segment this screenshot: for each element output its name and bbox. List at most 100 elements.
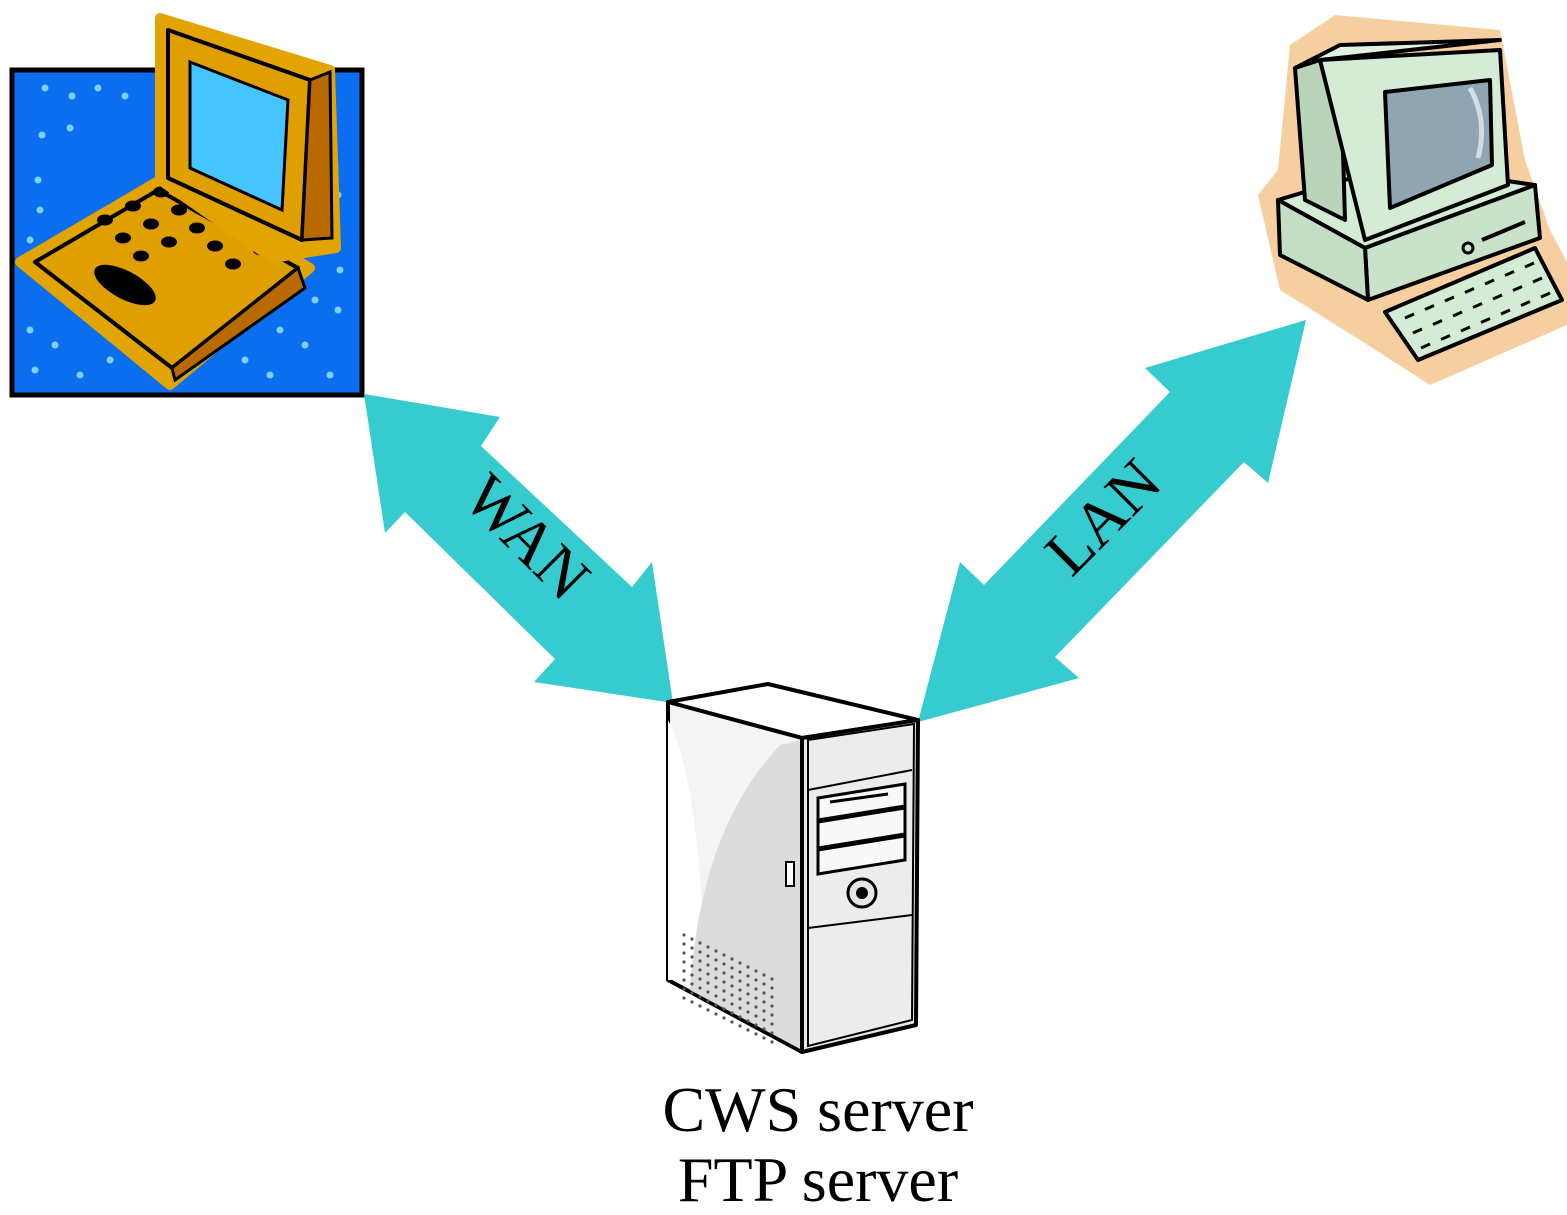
server-vent-hole [762,973,766,977]
server-vent-hole [698,1004,702,1008]
server-vent-hole [730,1020,734,1024]
server-vent-hole [770,1013,774,1017]
server-vent-hole [698,977,702,981]
server-vent-hole [722,989,726,993]
server-vent-hole [722,962,726,966]
lan-arrow: LAN [918,320,1306,722]
laptop-trackpad [94,264,156,306]
server-vent-hole [762,991,766,995]
server-vent-hole [770,1031,774,1035]
server-vent-hole [682,951,686,955]
laptop-background-dot [311,296,319,304]
server-vent-hole [738,979,742,983]
server-vent-hole [706,972,710,976]
wan-arrow: WAN [364,394,673,703]
server-vent-hole [706,945,710,949]
desktop-key [1432,319,1443,326]
server-vent-hole [738,1015,742,1019]
server-vent-hole [714,1003,718,1007]
server-power-button-center [856,887,868,899]
server-vent-hole [770,1022,774,1026]
server-vent-hole [682,996,686,1000]
desktop-key [1540,291,1551,299]
server-vent-hole [770,995,774,999]
desktop-key [1444,295,1455,303]
server-vent-hole [746,983,750,987]
server-floppy-slot [829,792,889,804]
desktop-key [1420,342,1431,350]
server-vent-hole [754,987,758,991]
server-drive-bay-1 [816,782,907,822]
server-vent-hole [682,960,686,964]
desktop-key [1452,310,1463,318]
server-vent-hole [722,1007,726,1011]
server-tower-icon [666,682,920,1054]
server-vent-hole [690,1000,694,1004]
desktop-key [1520,300,1531,307]
laptop-key [133,250,149,262]
server-vent-hole [746,992,750,996]
desktop-key [1412,327,1423,335]
laptop-background-dot [38,131,46,139]
server-vent-hole [754,969,758,973]
server-vent-hole [762,1000,766,1004]
server-vent-hole [714,976,718,980]
server-vent-hole [706,999,710,1003]
server-vent-hole [690,982,694,986]
desktop-base-side [1276,198,1370,302]
server-vent-hole [698,959,702,963]
desktop-key [1524,261,1535,269]
server-vent-hole [682,969,686,973]
desktop-key [1404,312,1415,320]
server-vent-hole [706,990,710,994]
laptop-key [161,236,177,248]
desktop-key [1460,325,1471,333]
server-drive-bay-3 [816,834,907,876]
server-vent-hole [690,991,694,995]
laptop-key [189,222,205,234]
server-vent-hole [706,981,710,985]
server-vent-hole [682,987,686,991]
server-vent-hole [738,970,742,974]
server-caption-line-1: CWS server [662,1074,974,1145]
server-vent-hole [730,975,734,979]
server-vent-hole [762,1018,766,1022]
desktop-keyboard [1383,246,1564,362]
desktop-key [1484,278,1495,286]
laptop-base-side [170,265,307,383]
server-vent-hole [690,964,694,968]
desktop-key [1440,334,1451,341]
server-panel-divider-2 [807,914,913,929]
laptop-background-dot [26,326,34,334]
server-vent-hole [746,1001,750,1005]
server-vent-hole [714,949,718,953]
server-vent-hole [682,978,686,982]
server-vent-hole [730,1011,734,1015]
server-vent-hole [682,942,686,946]
server-vent-hole [770,1004,774,1008]
desktop-drive-slot [1481,220,1526,242]
laptop-key [125,200,141,212]
server-vent-hole [730,1002,734,1006]
desktop-key [1424,304,1435,311]
server-side-shade [668,720,705,980]
lan-link-arrow [918,320,1306,722]
laptop-key [207,240,223,252]
desktop-key [1512,285,1523,292]
server-vent-hole [762,1036,766,1040]
desktop-screen [1383,78,1494,210]
laptop-key [143,218,159,230]
laptop-key [171,204,187,216]
server-side-gradient [690,740,802,1050]
desktop-key [1464,287,1475,294]
server-vent-hole [738,1006,742,1010]
server-vent-hole [754,978,758,982]
laptop-background-dot [266,371,274,379]
laptop-background-dot [34,176,42,184]
laptop-background-dot [26,236,34,244]
server-vent-hole [762,1009,766,1013]
desktop-key [1492,293,1503,301]
server-vent-hole [730,957,734,961]
server-vent-hole [706,963,710,967]
server-vent-hole [730,966,734,970]
